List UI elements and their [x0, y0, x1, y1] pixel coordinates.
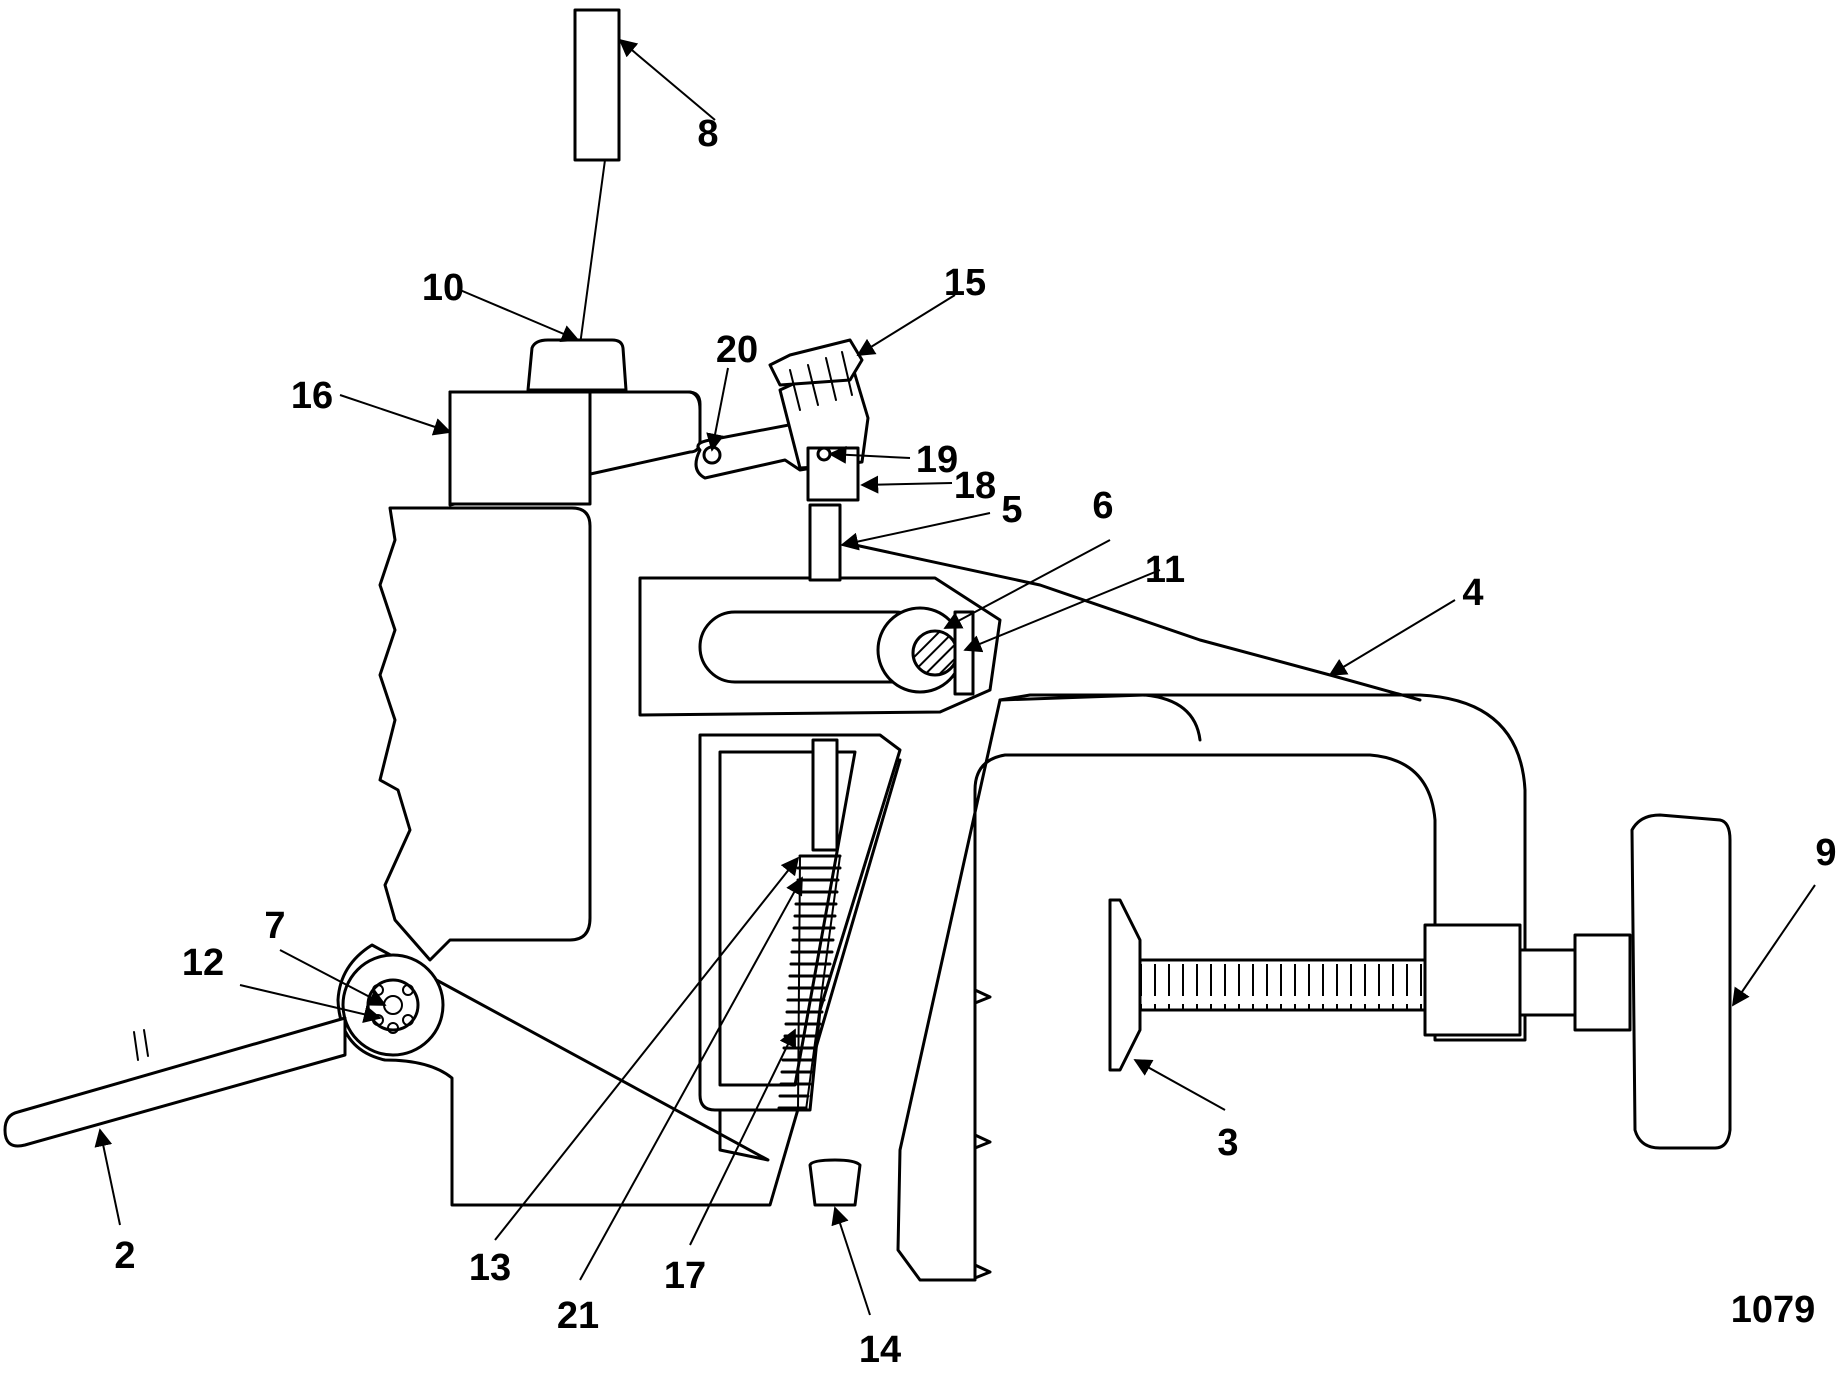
tension-spring	[777, 854, 842, 1111]
callout-19: 19	[916, 439, 958, 481]
clamp-handle	[1630, 813, 1732, 1150]
clamp-screw-thread	[1138, 958, 1427, 1012]
callout-21: 21	[557, 1295, 599, 1337]
callout-17: 17	[664, 1255, 706, 1297]
callout-15: 15	[944, 262, 986, 304]
callout-4: 4	[1462, 572, 1483, 614]
figure-number: 1079	[1731, 1289, 1816, 1331]
callout-14: 14	[859, 1329, 901, 1371]
swivel-pin	[911, 629, 959, 677]
callout-18: 18	[954, 465, 996, 507]
swivel-stop	[953, 610, 975, 696]
top-knob	[526, 338, 628, 392]
callout-20: 20	[716, 329, 758, 371]
callout-13: 13	[469, 1247, 511, 1289]
clamp-screw-boss	[1423, 923, 1522, 1037]
callout-12: 12	[182, 942, 224, 984]
stern-bracket-body	[378, 506, 592, 962]
callout-16: 16	[291, 375, 333, 417]
callout-6: 6	[1092, 485, 1113, 527]
stop-pad	[808, 1158, 862, 1207]
leader-lines	[94, 38, 1816, 1316]
clamp-screw-collar	[1518, 948, 1577, 1017]
tilt-lever	[3, 1016, 347, 1148]
clamp-pad	[1108, 898, 1142, 1072]
clamp-frame	[896, 693, 1527, 1282]
callout-2: 2	[114, 1235, 135, 1277]
callout-10: 10	[422, 267, 464, 309]
lever-grip	[768, 338, 864, 387]
callout-7: 7	[264, 905, 285, 947]
label-plate	[573, 8, 621, 162]
lock-rod	[808, 503, 842, 582]
callout-5: 5	[1001, 489, 1022, 531]
lever-pin	[816, 446, 832, 462]
callout-11: 11	[1145, 549, 1185, 591]
handle-shaft	[1573, 933, 1632, 1032]
callout-8: 8	[697, 113, 718, 155]
callout-9: 9	[1815, 832, 1836, 874]
callout-3: 3	[1217, 1122, 1238, 1164]
